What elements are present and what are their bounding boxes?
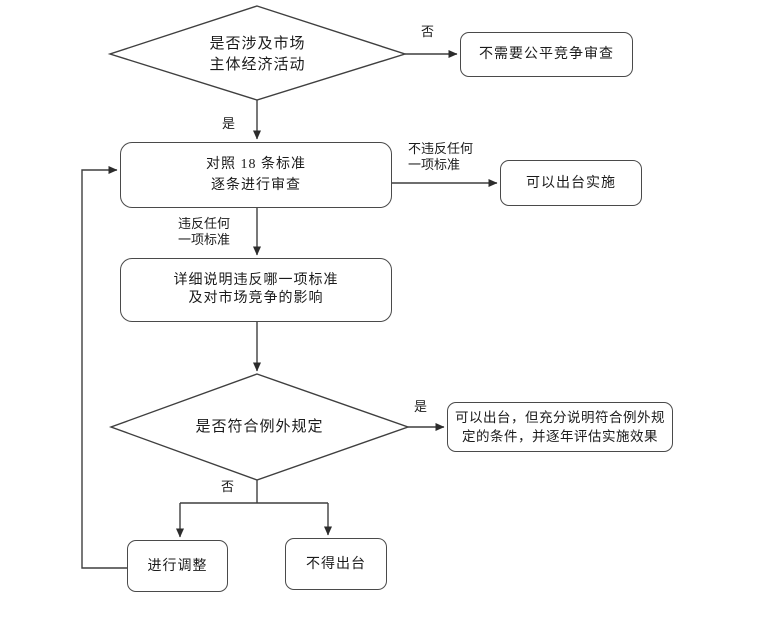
edge-label-violate: 违反任何 一项标准	[158, 216, 250, 248]
node-no-review-label: 不需要公平竞争审查	[479, 47, 614, 62]
decision-market-diamond	[107, 5, 408, 101]
node-explain-line1: 详细说明违反哪一项标准	[173, 273, 339, 288]
decision-exception-diamond	[108, 373, 411, 481]
edge-label-market-no: 否	[421, 24, 435, 39]
node-explain-violation: 详细说明违反哪一项标准 及对市场竞争的影响	[120, 258, 392, 322]
node-implement-label: 可以出台实施	[526, 175, 616, 191]
edge-label-violate-line1: 违反任何	[177, 216, 230, 231]
edge-label-exception-yes: 是	[414, 399, 428, 414]
node-adjust-label: 进行调整	[147, 558, 208, 574]
edge-label-not-violate-line2: 一项标准	[408, 157, 461, 172]
node-exception-ok-line2: 定的条件，并逐年评估实施效果	[462, 429, 658, 444]
edge-label-not-violate-line1: 不违反任何	[408, 141, 474, 156]
edge-label-exception-no: 否	[221, 479, 235, 494]
node-adjust: 进行调整	[127, 540, 228, 592]
edge-feedback-loop	[81, 166, 127, 569]
node-exception-ok-line1: 可以出台，但充分说明符合例外规	[455, 410, 665, 425]
node-check-line1: 对照 18 条标准	[206, 157, 306, 172]
node-check-line2: 逐条进行审查	[211, 178, 301, 193]
node-forbid-label: 不得出台	[306, 556, 366, 572]
node-check-standards: 对照 18 条标准 逐条进行审查	[120, 142, 392, 208]
node-no-review: 不需要公平竞争审查	[460, 32, 633, 77]
node-implement: 可以出台实施	[500, 160, 642, 206]
edge-label-not-violate: 不违反任何 一项标准	[408, 141, 473, 173]
edge-exception-no-split	[180, 480, 328, 504]
node-forbid: 不得出台	[285, 538, 387, 590]
node-explain-line2: 及对市场竞争的影响	[188, 291, 324, 306]
edge-label-violate-line2: 一项标准	[177, 232, 230, 247]
node-exception-ok: 可以出台，但充分说明符合例外规 定的条件，并逐年评估实施效果	[447, 402, 673, 452]
edge-label-market-yes: 是	[222, 116, 236, 131]
